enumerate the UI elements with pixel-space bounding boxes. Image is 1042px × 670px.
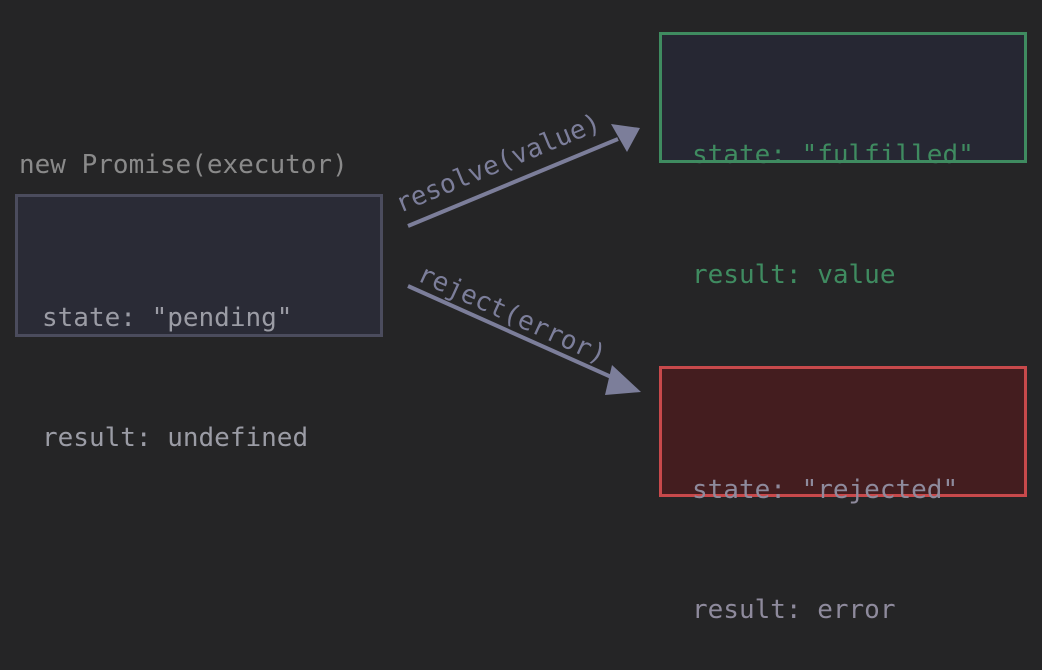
reject-arrowhead <box>605 365 641 395</box>
reject-label: reject(error) <box>413 259 611 371</box>
rejected-state-line: state: "rejected" <box>692 475 959 505</box>
resolve-label: resolve(value) <box>391 108 605 220</box>
resolve-arrow-line <box>407 137 619 228</box>
fulfilled-state-box: state: "fulfilled" result: value <box>659 32 1027 290</box>
constructor-caption: new Promise(executor) <box>19 150 348 180</box>
resolve-arrowhead <box>611 124 640 152</box>
fulfilled-result-line: result: value <box>692 260 896 290</box>
transition-arrows: resolve(value) reject(error) <box>391 108 641 395</box>
pending-state-line: state: "pending" <box>42 303 293 333</box>
pending-state-box: state: "pending" result: undefined <box>15 194 383 453</box>
fulfilled-state-line: state: "fulfilled" <box>692 140 974 170</box>
reject-arrow: reject(error) <box>407 259 641 395</box>
resolve-arrow: resolve(value) <box>391 108 640 228</box>
reject-arrow-line <box>407 284 619 382</box>
pending-result-line: result: undefined <box>42 423 309 453</box>
rejected-result-line: result: error <box>692 595 896 625</box>
